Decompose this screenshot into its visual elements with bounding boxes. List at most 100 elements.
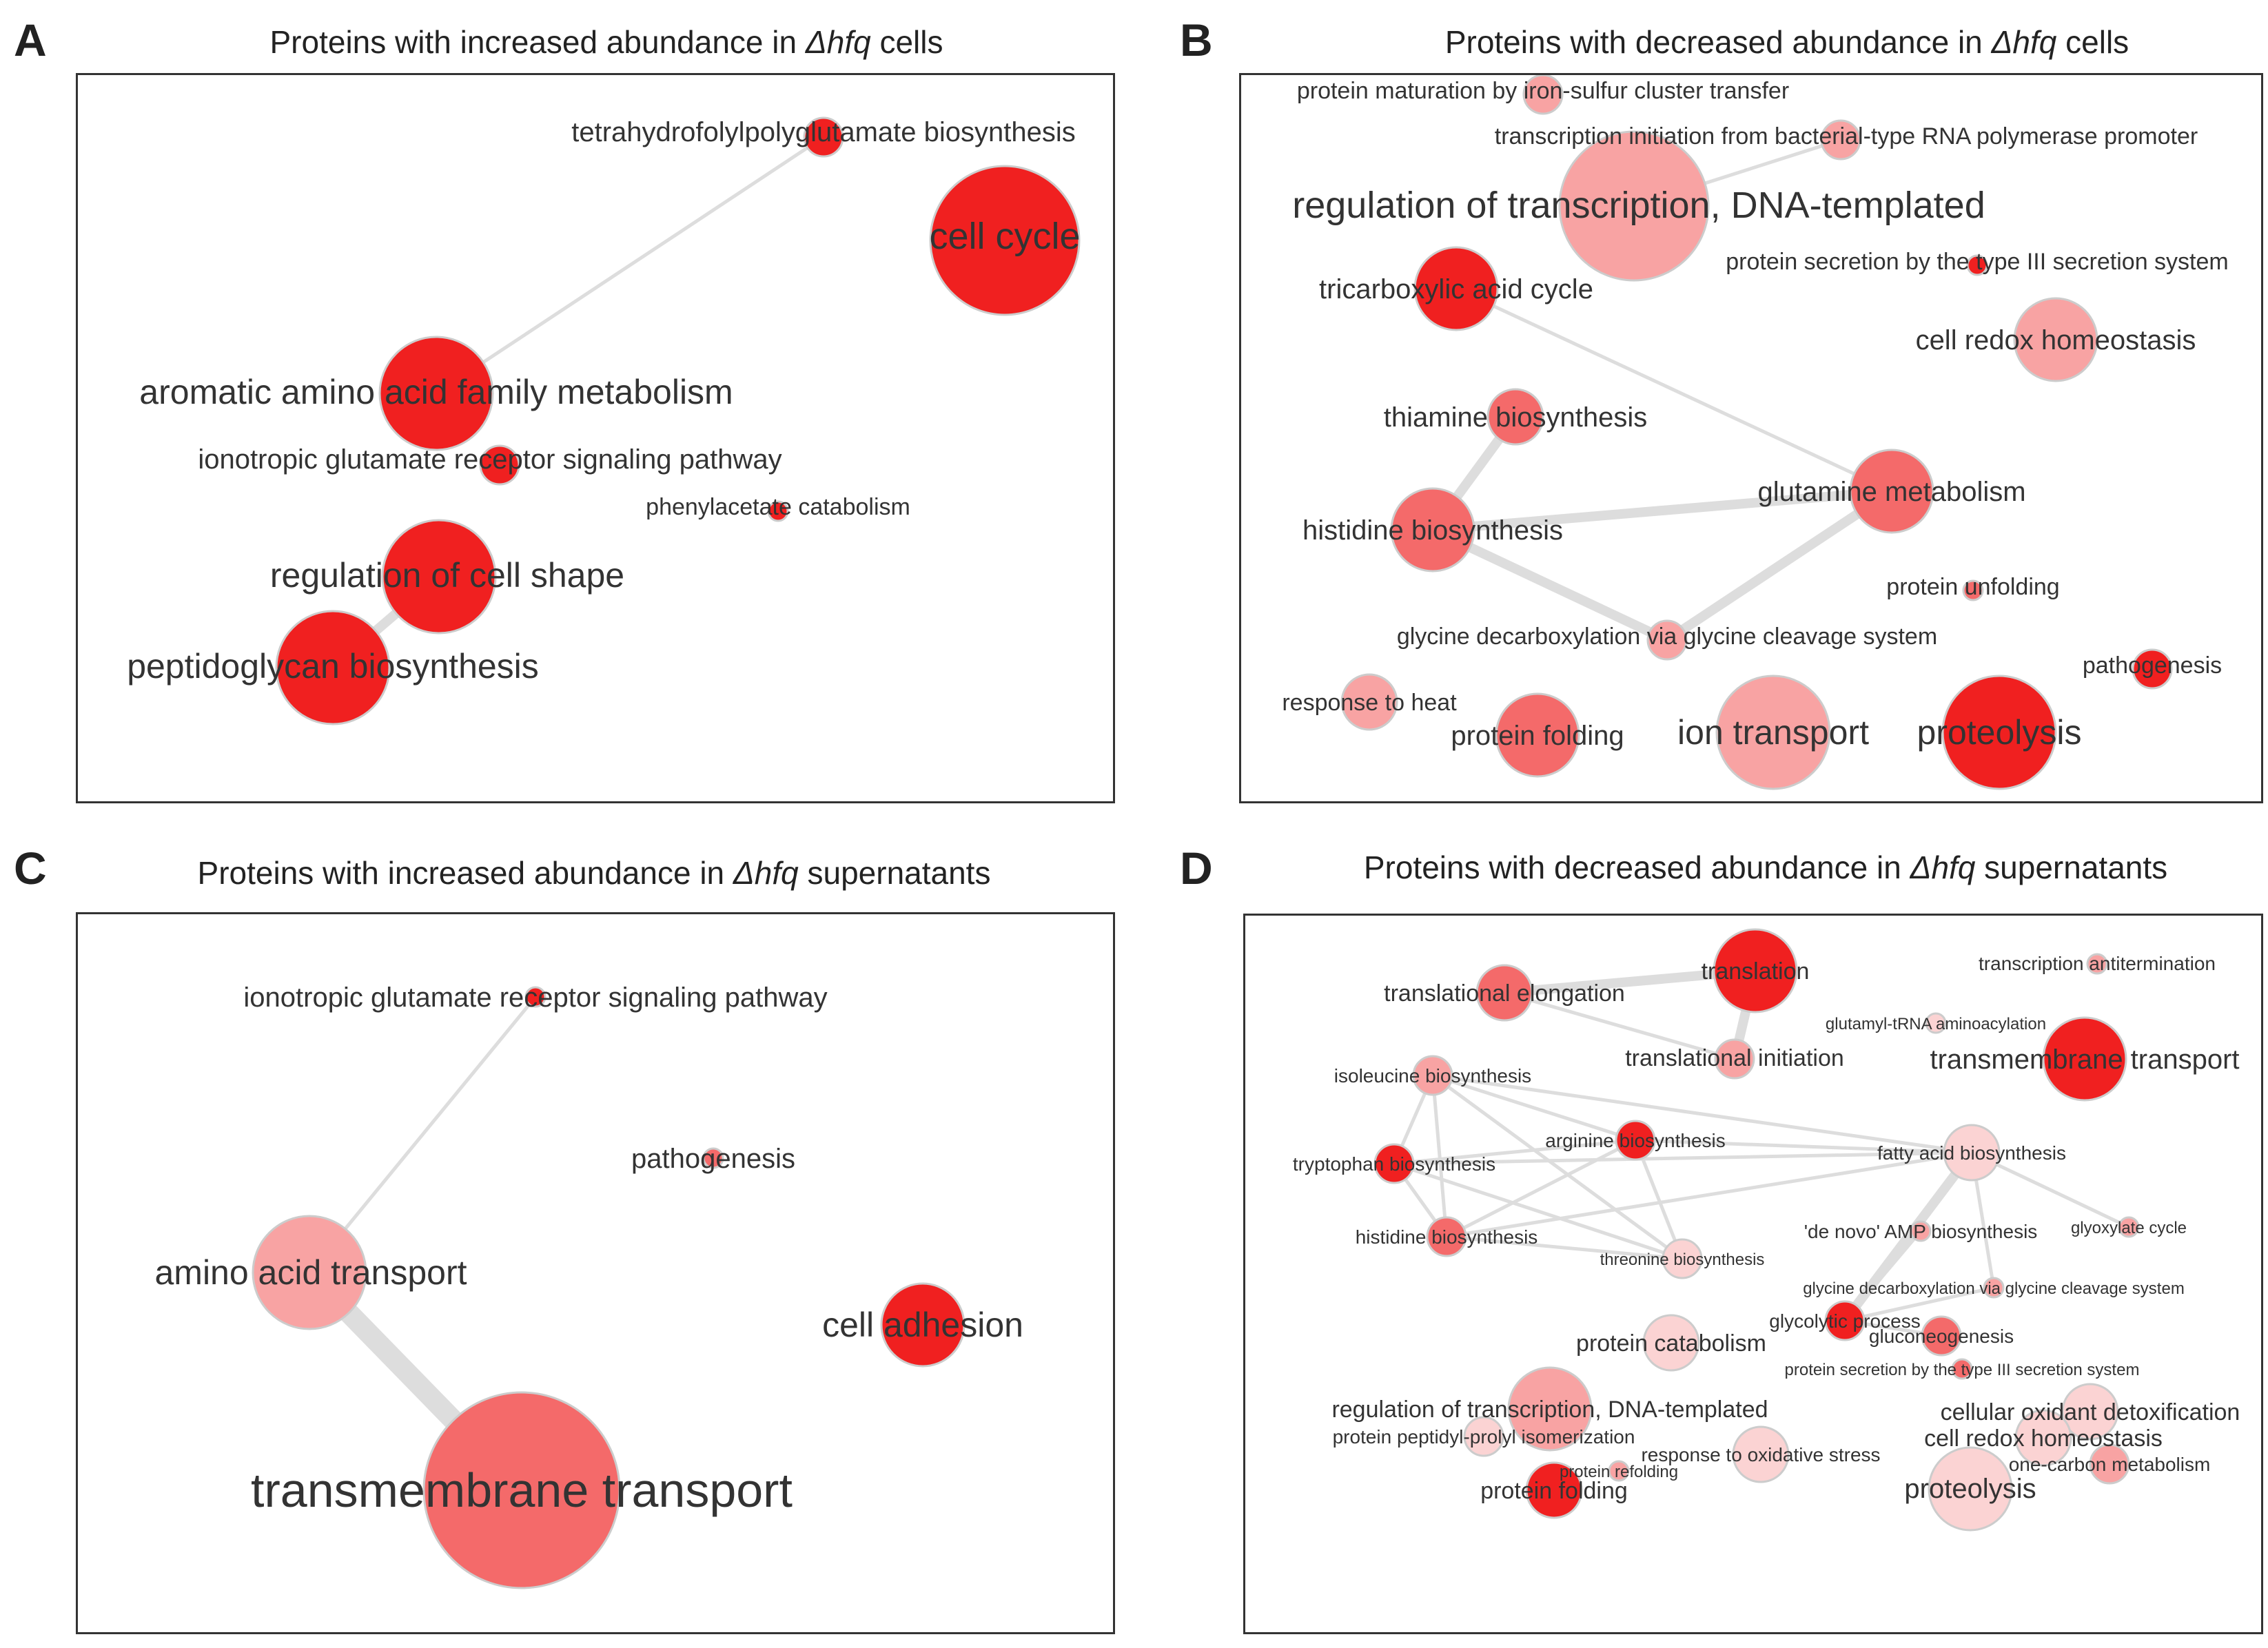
node-transmembrane-transport [422, 1391, 621, 1589]
node-histidine-biosynthesis [1390, 487, 1475, 573]
edge-ile-fas [1431, 1073, 1974, 1155]
node-label-transcription-antitermination: transcription antitermination [1979, 953, 2216, 974]
nodes [1340, 75, 2173, 790]
node-label-response-to-heat: response to heat [1282, 690, 1457, 716]
node-label-regulation-of-transcription-dna-templated: regulation of transcription, DNA-templat… [1331, 1397, 1768, 1423]
edge-trp-arg [1392, 1138, 1637, 1166]
edge-tel-tint [1502, 991, 1737, 1061]
node-label-cell-cycle: cell cycle [929, 216, 1080, 257]
labels: ionotropic glutamate receptor signaling … [154, 982, 1023, 1517]
edge-fas-glx [1970, 1151, 2131, 1229]
node-proteolysis [1928, 1446, 2013, 1532]
node-threonine-biosynthesis [1662, 1238, 1703, 1279]
edge-his-gly [1428, 525, 1672, 645]
panel-letter-a: A [14, 14, 47, 65]
node-protein-refolding [1608, 1460, 1630, 1482]
edge-fas-glyc [1840, 1148, 1976, 1326]
network-panel-b: protein maturation by iron-sulfur cluste… [1239, 73, 2263, 803]
node-protein-unfolding [1962, 579, 1984, 601]
labels: translation transcription antitermination… [1293, 953, 2240, 1504]
node-thiamine-biosynthesis [1487, 388, 1544, 446]
node-label-glycolytic-process: glycolytic process [1769, 1310, 1920, 1332]
node-label-regulation-of-cell-shape: regulation of cell shape [270, 556, 624, 595]
node-phenylacetate-catabolism [767, 500, 789, 522]
node-label-pathogenesis: pathogenesis [631, 1144, 795, 1174]
node-label-cellular-oxidant-detoxification: cellular oxidant detoxification [1941, 1399, 2240, 1425]
node-label-threonine-biosynthesis: threonine biosynthesis [1600, 1250, 1765, 1269]
node-label-transcription-initiation-from-bacterial-type-rna-polymerase-promoter: transcription initiation from bacterial-… [1495, 123, 2198, 150]
node-label-protein-peptidyl-prolyl-isomerization: protein peptidyl-prolyl isomerization [1333, 1426, 1635, 1448]
node-histidine-biosynthesis [1426, 1216, 1467, 1257]
node-label-tryptophan-biosynthesis: tryptophan biosynthesis [1293, 1153, 1495, 1175]
node-label-histidine-biosynthesis: histidine biosynthesis [1302, 515, 1563, 546]
node-label-protein-refolding: protein refolding [1560, 1463, 1678, 1481]
node-regulation-of-transcription-dna-templated [1507, 1366, 1593, 1452]
node-regulation-of-transcription-dna-templated [1558, 130, 1710, 282]
nodes [1373, 928, 2140, 1532]
edge-arg-thr [1633, 1138, 1684, 1261]
panel-title-b: Proteins with decreased abundance in Δhf… [1444, 24, 2129, 60]
node-label-protein-folding: protein folding [1451, 721, 1624, 751]
node-label-protein-maturation-by-iron-sulfur-cluster-transfer: protein maturation by iron-sulfur cluste… [1297, 78, 1789, 104]
node-glycine-decarboxylation-via-glycine-cleavage-system [1646, 619, 1688, 661]
node-label-phenylacetate-catabolism: phenylacetate catabolism [646, 494, 910, 520]
node-label-cell-adhesion: cell adhesion [822, 1306, 1023, 1344]
node-peptidoglycan-biosynthesis [275, 610, 391, 725]
node-transmembrane-transport [2042, 1016, 2127, 1102]
node-protein-secretion-by-the-type-iii-secretion-system [1951, 1358, 1973, 1380]
node-cell-redox-homeostasis [2013, 297, 2098, 382]
node-tryptophan-biosynthesis [1373, 1143, 1415, 1184]
node-ionotropic-glutamate-receptor-signaling-pathway [524, 986, 546, 1008]
node-label-ionotropic-glutamate-receptor-signaling-pathway: ionotropic glutamate receptor signaling … [243, 982, 827, 1013]
node-label-one-carbon-metabolism: one-carbon metabolism [2009, 1454, 2211, 1475]
edge-his2-thr [1444, 1235, 1684, 1261]
edge-iono2-aat [307, 995, 538, 1275]
node-label-aromatic-amino-acid-family-metabolism: aromatic amino acid family metabolism [139, 373, 733, 411]
node-label-amino-acid-transport: amino acid transport [154, 1253, 467, 1292]
edge-glu-gly [1662, 486, 1897, 645]
node-glycolytic-process [1824, 1300, 1866, 1341]
node-regulation-of-cell-shape [381, 519, 497, 635]
node-transcription-initiation-from-bacterial-type-rna-polymerase-promoter [1820, 119, 1861, 161]
node-label-translational-elongation: translational elongation [1384, 980, 1625, 1007]
node-label-ion-transport: ion transport [1677, 713, 1869, 752]
node-label-protein-secretion-by-the-type-iii-secretion-system: protein secretion by the type III secret… [1785, 1361, 2140, 1379]
edge-arg-his2 [1444, 1138, 1637, 1239]
node-label-protein-folding: protein folding [1480, 1478, 1628, 1504]
node-label-proteolysis: proteolysis [1904, 1474, 2036, 1504]
node-label-proteolysis: proteolysis [1917, 713, 2082, 752]
node-translational-elongation [1475, 964, 1533, 1022]
edge-arg-fas [1633, 1138, 1974, 1155]
node-arginine-biosynthesis [1615, 1120, 1656, 1161]
node-cell-redox-homeostasis [2014, 1409, 2072, 1467]
panel-letter-c: C [14, 843, 47, 894]
node-label-tetrahydrofolylpolyglutamate-biosynthesis: tetrahydrofolylpolyglutamate biosynthesi… [571, 117, 1076, 147]
node-label-tricarboxylic-acid-cycle: tricarboxylic acid cycle [1319, 274, 1593, 305]
node-label-transmembrane-transport: transmembrane transport [251, 1463, 793, 1517]
node-label-glycine-decarboxylation-via-glycine-cleavage-system: glycine decarboxylation via glycine clea… [1803, 1279, 2185, 1298]
node-protein-catabolism [1642, 1314, 1700, 1372]
node-label-glutamine-metabolism: glutamine metabolism [1757, 477, 2025, 507]
node-label-de-novo-amp-biosynthesis: 'de novo' AMP biosynthesis [1804, 1221, 2038, 1242]
node-proteolysis [1941, 674, 2057, 790]
node-glutamyl-trna-aminoacylation [1925, 1012, 1947, 1034]
network-panel-d: translation transcription antitermination… [1243, 914, 2263, 1634]
panel-title-a: Proteins with increased abundance in Δhf… [269, 24, 943, 60]
node-label-ionotropic-glutamate-receptor-signaling-pathway: ionotropic glutamate receptor signaling … [198, 444, 781, 475]
edges [1428, 138, 1897, 645]
network-panel-a: tetrahydrofolylpolyglutamate biosynthesi… [76, 73, 1115, 803]
edge-his2-fas [1444, 1151, 1974, 1239]
edge-his-glu [1428, 486, 1897, 535]
node-label-thiamine-biosynthesis: thiamine biosynthesis [1384, 402, 1647, 433]
node-protein-maturation-by-iron-sulfur-cluster-transfer [1522, 75, 1564, 115]
panel-letter-b: B [1180, 14, 1213, 65]
node-label-protein-catabolism: protein catabolism [1576, 1330, 1766, 1357]
node-label-protein-unfolding: protein unfolding [1886, 574, 2059, 600]
node-label-translation: translation [1702, 958, 1810, 985]
node-gluconeogenesis [1921, 1315, 1962, 1357]
edge-trp-thr [1392, 1162, 1684, 1261]
nodes [252, 986, 966, 1589]
node-ion-transport [1715, 674, 1831, 790]
node-one-carbon-metabolism [2089, 1443, 2130, 1485]
node-protein-secretion-by-the-type-iii-secretion-system [1966, 254, 1988, 276]
